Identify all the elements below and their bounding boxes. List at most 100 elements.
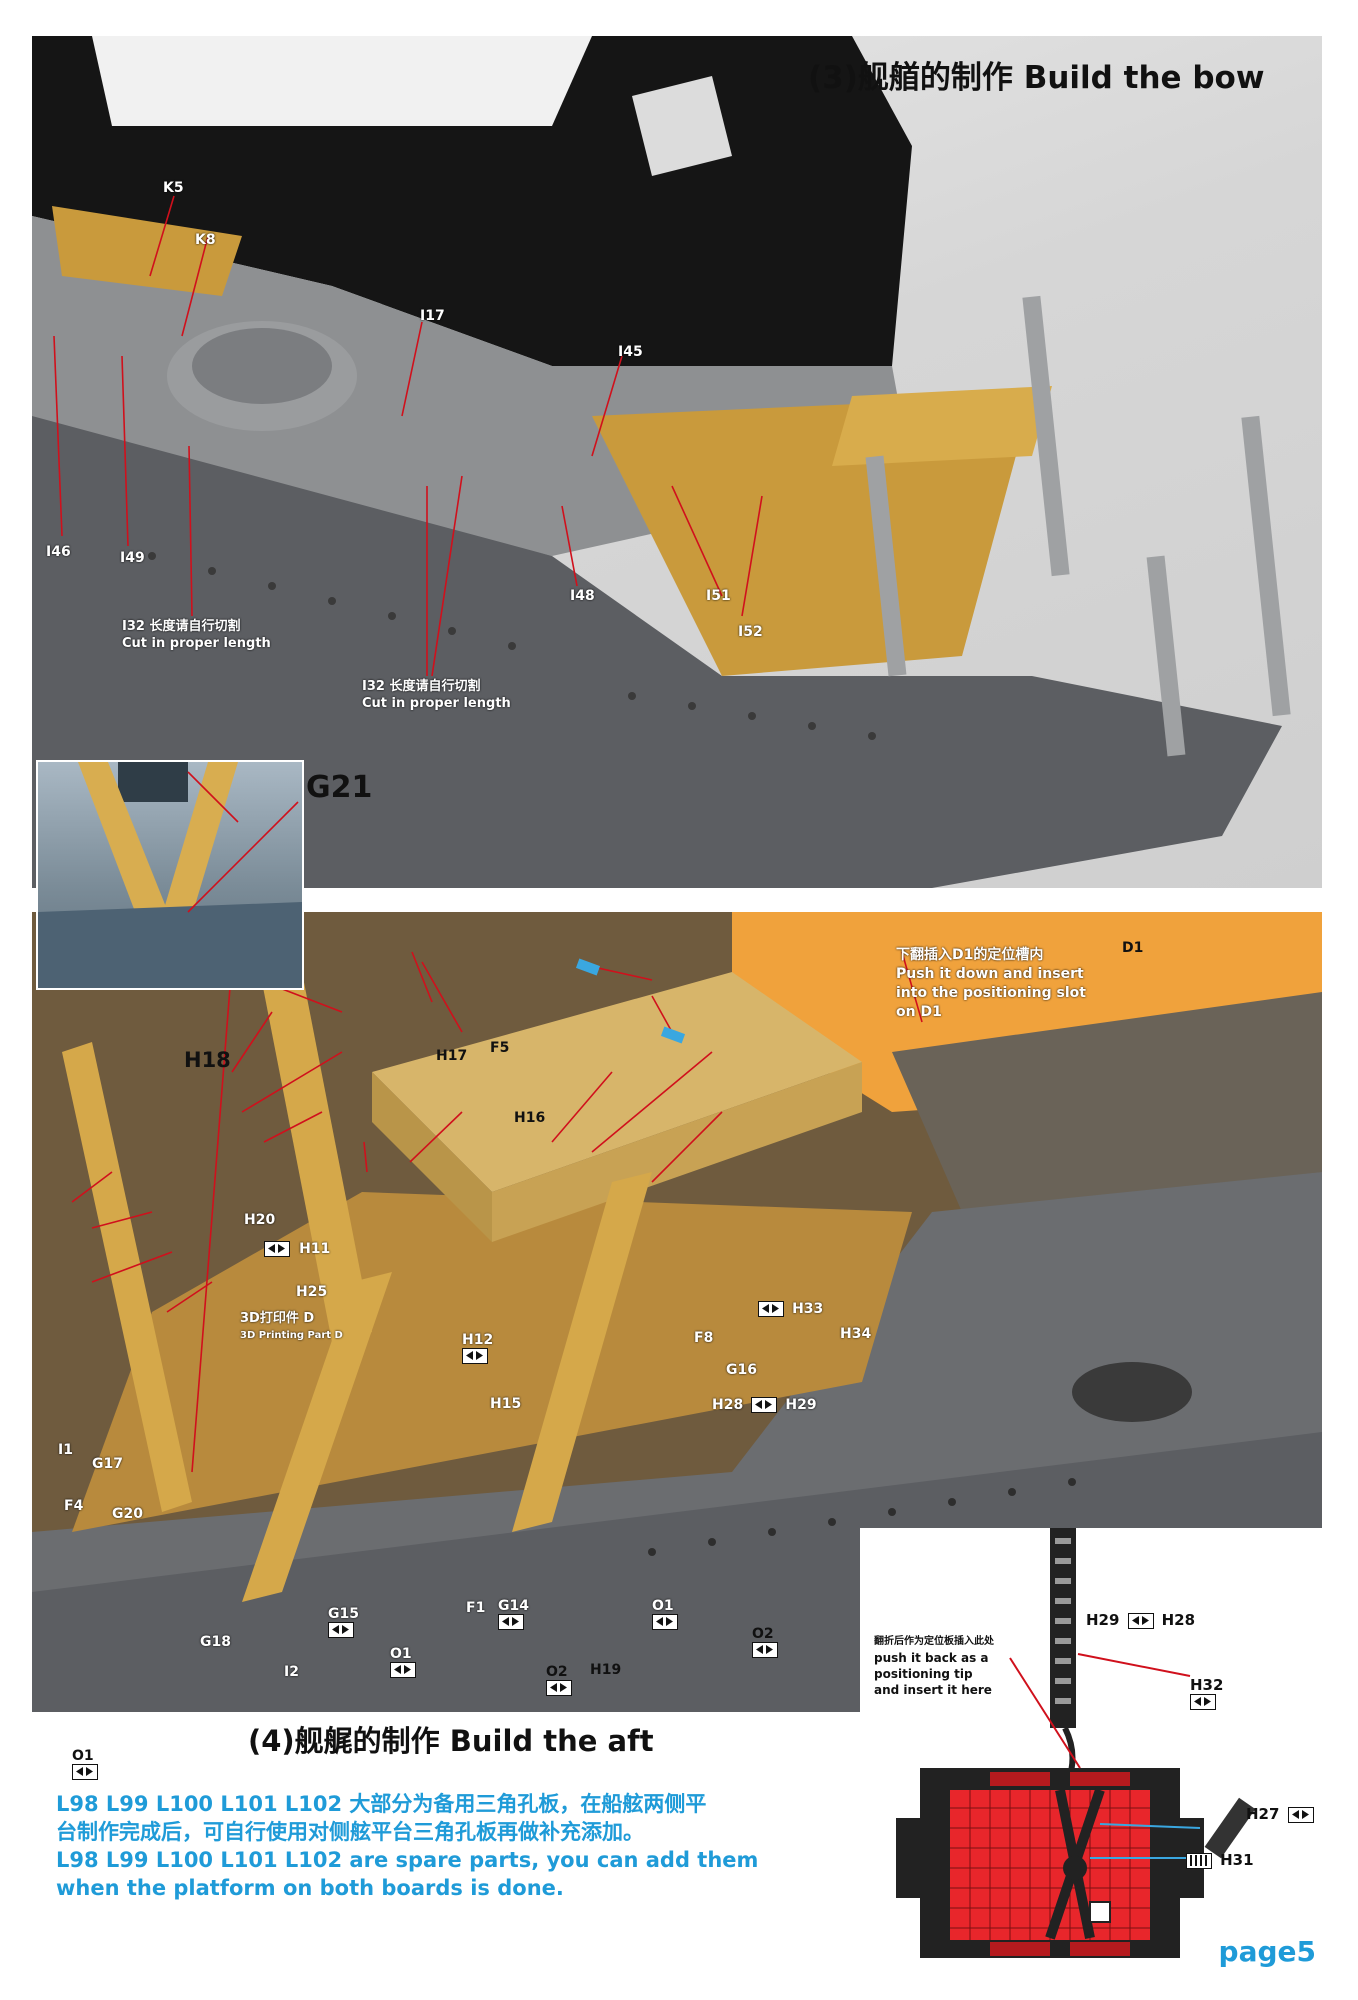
h11-group: H11 (264, 1238, 330, 1257)
label-k8: K8 (195, 232, 216, 248)
label-h28: H28 (712, 1397, 744, 1413)
label-o2a: O2 (546, 1664, 568, 1680)
3d-print-en: 3D Printing Part D (240, 1330, 343, 1341)
flip-symbol-icon (546, 1680, 572, 1696)
d1-note-en-2: into the positioning slot (896, 985, 1086, 1001)
label-i2: I2 (284, 1664, 299, 1680)
spare-note-line-3: L98 L99 L100 L101 L102 are spare parts, … (56, 1848, 759, 1872)
mesh-symbol-icon (1186, 1852, 1212, 1869)
label-h11: H11 (299, 1241, 331, 1257)
h27-group: H27 (1246, 1804, 1314, 1823)
d1-insert-note: 下翻插入D1的定位槽内 Push it down and insert into… (896, 946, 1086, 1022)
cut-note-2-cn: I32 长度请自行切割 (362, 679, 481, 694)
flip-symbol-icon (264, 1240, 290, 1257)
label-o1b: O1 (652, 1598, 674, 1614)
spare-parts-note: L98 L99 L100 L101 L102 大部分为备用三角孔板，在船舷两侧平… (56, 1790, 856, 1902)
label-h16: H16 (514, 1110, 546, 1126)
label-h29: H29 (785, 1397, 817, 1413)
label-h19: H19 (590, 1662, 622, 1678)
3d-print-note: 3D打印件 D 3D Printing Part D (240, 1310, 343, 1344)
label-i1: I1 (58, 1442, 73, 1458)
label-f8: F8 (694, 1330, 714, 1346)
label-g20: G20 (112, 1506, 143, 1522)
cut-note-1-en: Cut in proper length (122, 636, 271, 651)
diagram-illustration (896, 1528, 1256, 1958)
o1c-group: O1 (72, 1748, 98, 1780)
label-h34: H34 (840, 1326, 872, 1342)
label-h28-strip: H28 (1161, 1611, 1196, 1629)
fold-note-en-3: and insert it here (874, 1683, 992, 1697)
label-h18: H18 (184, 1048, 231, 1072)
label-g21: G21 (306, 770, 373, 805)
spare-note-line-2: 台制作完成后，可自行使用对侧舷平台三角孔板再做补充添加。 (56, 1820, 644, 1844)
label-o1a: O1 (390, 1646, 412, 1662)
label-h17: H17 (436, 1048, 468, 1064)
cut-note-2: I32 长度请自行切割 Cut in proper length (362, 678, 511, 712)
h31-group: H31 (1186, 1850, 1254, 1869)
o1b-group: O1 (652, 1598, 678, 1630)
flip-symbol-icon (498, 1614, 524, 1630)
label-i52: I52 (738, 624, 763, 640)
h12-group: H12 (462, 1332, 493, 1364)
label-g16: G16 (726, 1362, 757, 1378)
fold-note: 翻折后作为定位板插入此处 push it back as a positioni… (874, 1634, 994, 1698)
cut-note-1: I32 长度请自行切割 Cut in proper length (122, 618, 271, 652)
label-h27: H27 (1246, 1805, 1280, 1823)
inset-photo-g21 (36, 760, 304, 990)
o1a-group: O1 (390, 1646, 416, 1678)
flip-symbol-icon (752, 1642, 778, 1658)
label-g18: G18 (200, 1634, 231, 1650)
flip-symbol-icon (1190, 1694, 1216, 1710)
label-g17: G17 (92, 1456, 123, 1472)
label-h33: H33 (792, 1301, 824, 1317)
label-h31: H31 (1220, 1851, 1254, 1869)
h29-h28-group: H29 H28 (1086, 1610, 1195, 1629)
aft-section-title: (4)舰艉的制作 Build the aft (248, 1724, 654, 1758)
flip-symbol-icon (1287, 1806, 1314, 1823)
flip-symbol-icon (652, 1614, 678, 1630)
cut-note-1-cn: I32 长度请自行切割 (122, 619, 241, 634)
label-i45: I45 (618, 344, 643, 360)
label-i48: I48 (570, 588, 595, 604)
flip-symbol-icon (758, 1300, 784, 1317)
flip-symbol-icon (1127, 1612, 1154, 1629)
label-h25: H25 (296, 1284, 328, 1300)
label-h15: H15 (490, 1396, 522, 1412)
label-f4: F4 (64, 1498, 84, 1514)
spare-note-line-4: when the platform on both boards is done… (56, 1876, 564, 1900)
flip-symbol-icon (328, 1622, 354, 1638)
h33-group: H33 (758, 1298, 823, 1317)
fold-note-en-1: push it back as a (874, 1651, 989, 1665)
fold-note-en-2: positioning tip (874, 1667, 973, 1681)
g14-group: G14 (498, 1598, 529, 1630)
fold-note-cn: 翻折后作为定位板插入此处 (874, 1636, 994, 1647)
bow-section-title: (3)舰艏的制作 Build the bow (808, 60, 1265, 96)
h28-h29-group: H28 H29 (712, 1394, 817, 1413)
label-o1c: O1 (72, 1748, 94, 1764)
flip-symbol-icon (462, 1348, 488, 1364)
d1-note-en-1: Push it down and insert (896, 966, 1084, 982)
inset-illustration (38, 762, 302, 988)
g15-group: G15 (328, 1606, 359, 1638)
o2b-group: O2 (752, 1626, 778, 1658)
flip-symbol-icon (390, 1662, 416, 1678)
h32-group: H32 (1190, 1676, 1223, 1710)
label-g15: G15 (328, 1606, 359, 1622)
label-g14: G14 (498, 1598, 529, 1614)
label-h12: H12 (462, 1332, 494, 1348)
d1-note-en-3: on D1 (896, 1004, 942, 1020)
d1-note-cn: 下翻插入D1的定位槽内 (896, 947, 1044, 963)
label-i46: I46 (46, 544, 71, 560)
label-h20: H20 (244, 1212, 276, 1228)
label-f5: F5 (490, 1040, 510, 1056)
label-d1: D1 (1122, 940, 1144, 956)
bow-illustration (32, 36, 1291, 888)
label-h32: H32 (1190, 1676, 1224, 1694)
o2a-group: O2 (546, 1664, 572, 1696)
parts-diagram: H29 H28 翻折后作为定位板插入此处 push it back as a p… (860, 1528, 1330, 1968)
flip-symbol-icon (72, 1764, 98, 1780)
label-i51: I51 (706, 588, 731, 604)
3d-print-cn: 3D打印件 D (240, 1311, 315, 1326)
page-number: page5 (1218, 1935, 1316, 1968)
label-k5: K5 (163, 180, 184, 196)
